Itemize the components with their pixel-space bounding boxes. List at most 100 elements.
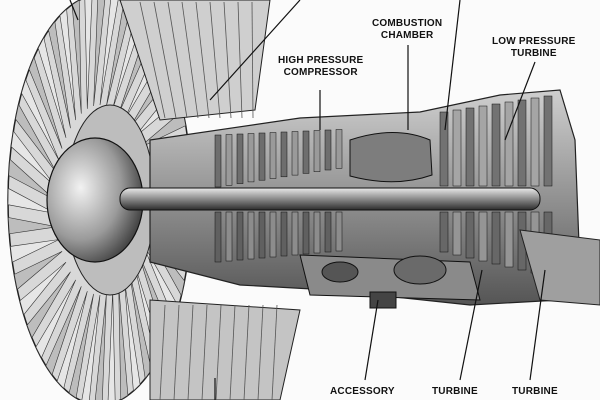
case-rib bbox=[251, 1, 254, 119]
fan-blade bbox=[7, 187, 56, 214]
compressor-stage bbox=[214, 211, 222, 263]
fan-blade bbox=[19, 261, 67, 316]
turbine-stage bbox=[465, 107, 475, 187]
case-rib bbox=[139, 1, 166, 119]
leader-turbine-right bbox=[529, 269, 546, 381]
case-rib bbox=[237, 1, 243, 119]
fan-blade bbox=[59, 8, 76, 121]
case-rib bbox=[215, 304, 222, 400]
leader-lp-turbine bbox=[504, 61, 536, 141]
label-line: COMBUSTION bbox=[372, 18, 443, 29]
label-line: TURBINE bbox=[512, 386, 558, 397]
fan-blade bbox=[56, 291, 88, 390]
case-rib bbox=[257, 304, 264, 400]
turbine-stage bbox=[491, 103, 501, 187]
compressor-stage bbox=[324, 211, 332, 253]
compressor-stage bbox=[313, 211, 321, 254]
case-rib bbox=[201, 304, 208, 400]
fan-blade bbox=[48, 20, 71, 129]
turbine-stage bbox=[543, 95, 553, 187]
leader-accessory bbox=[364, 299, 379, 381]
fan-blade bbox=[94, 293, 107, 400]
fan-blade bbox=[68, 293, 94, 399]
turbine-stage bbox=[530, 97, 540, 187]
fan-blade bbox=[28, 56, 63, 149]
fan-blade bbox=[37, 36, 67, 138]
case-rib bbox=[187, 304, 194, 400]
fan-blade bbox=[10, 130, 56, 187]
compressor-stage bbox=[324, 129, 332, 171]
compressor-stage bbox=[280, 211, 288, 257]
fan-blade bbox=[13, 251, 63, 290]
label-line: TURBINE bbox=[510, 48, 557, 59]
case-rib bbox=[159, 304, 166, 400]
compressor-stage bbox=[335, 129, 343, 169]
case-rib bbox=[181, 1, 199, 119]
label-line: ACCESSORY bbox=[330, 386, 395, 397]
fan-case bbox=[119, 0, 301, 400]
compressor-stage bbox=[258, 211, 266, 259]
case-rib bbox=[229, 304, 236, 400]
fan-blade bbox=[107, 291, 116, 400]
fan-blade bbox=[93, 0, 106, 107]
case-rib bbox=[243, 304, 250, 400]
fan-blade bbox=[99, 0, 119, 106]
turbine-stage bbox=[478, 105, 488, 187]
label-combustion-chamber: COMBUSTION CHAMBER bbox=[372, 18, 442, 42]
combustion-chamber-shape bbox=[349, 132, 433, 183]
compressor-stage bbox=[335, 211, 343, 252]
compressor-stage bbox=[225, 134, 233, 186]
leader-top-left bbox=[69, 0, 79, 21]
compressor-stage bbox=[291, 211, 299, 256]
fan-blade bbox=[8, 158, 56, 201]
label-line: COMPRESSOR bbox=[283, 67, 358, 78]
fan-blade bbox=[124, 279, 141, 392]
label-turbine-mid: TURBINE bbox=[432, 386, 478, 398]
turbine-stage bbox=[491, 211, 501, 265]
leader-top-right bbox=[444, 0, 461, 131]
turbine-stage bbox=[452, 109, 462, 187]
compressor-stage bbox=[269, 211, 277, 258]
engine-core bbox=[119, 89, 600, 309]
fan-blade bbox=[26, 271, 71, 339]
case-rib bbox=[209, 1, 221, 119]
fan-blade bbox=[137, 110, 187, 149]
fan-blade bbox=[7, 217, 57, 235]
label-line: LOW PRESSURE bbox=[492, 36, 576, 47]
fan-blade bbox=[84, 0, 93, 109]
turbine-stage bbox=[465, 211, 475, 259]
accessory-gearbox bbox=[299, 254, 481, 309]
compressor-stage bbox=[225, 211, 233, 262]
compressor-stage bbox=[236, 211, 244, 261]
compressor-stage bbox=[313, 130, 321, 172]
compressor-stage bbox=[247, 133, 255, 183]
leader-lines bbox=[69, 0, 546, 400]
label-high-pressure-compressor: HIGH PRESSURE COMPRESSOR bbox=[278, 55, 363, 79]
compressor-stage bbox=[236, 133, 244, 184]
leader-turbine-mid bbox=[459, 269, 483, 381]
case-rib bbox=[153, 1, 177, 119]
turbine-stage bbox=[504, 211, 514, 268]
fan-blade bbox=[71, 0, 82, 114]
compressor-stage bbox=[280, 131, 288, 178]
turbine-stage bbox=[439, 211, 449, 253]
fan-blade bbox=[81, 294, 101, 400]
compressor-stage bbox=[258, 132, 266, 181]
fan-blade bbox=[15, 103, 58, 174]
label-turbine-right: TURBINE bbox=[512, 386, 558, 398]
exhaust-nozzle bbox=[519, 229, 600, 306]
turbine-stage bbox=[452, 211, 462, 256]
main-shaft bbox=[119, 187, 541, 211]
fan-blade bbox=[45, 286, 82, 376]
fan-blade bbox=[21, 78, 60, 161]
compressor-stage bbox=[291, 131, 299, 176]
turbine-stage bbox=[478, 211, 488, 262]
case-rib bbox=[195, 1, 210, 119]
label-line: CHAMBER bbox=[380, 30, 434, 41]
compressor-stage bbox=[302, 130, 310, 174]
compressor-stage bbox=[214, 134, 222, 188]
case-rib bbox=[173, 304, 180, 400]
case-rib bbox=[167, 1, 188, 119]
high-pressure-compressor-stages bbox=[214, 129, 343, 263]
fan-blade bbox=[10, 239, 60, 263]
